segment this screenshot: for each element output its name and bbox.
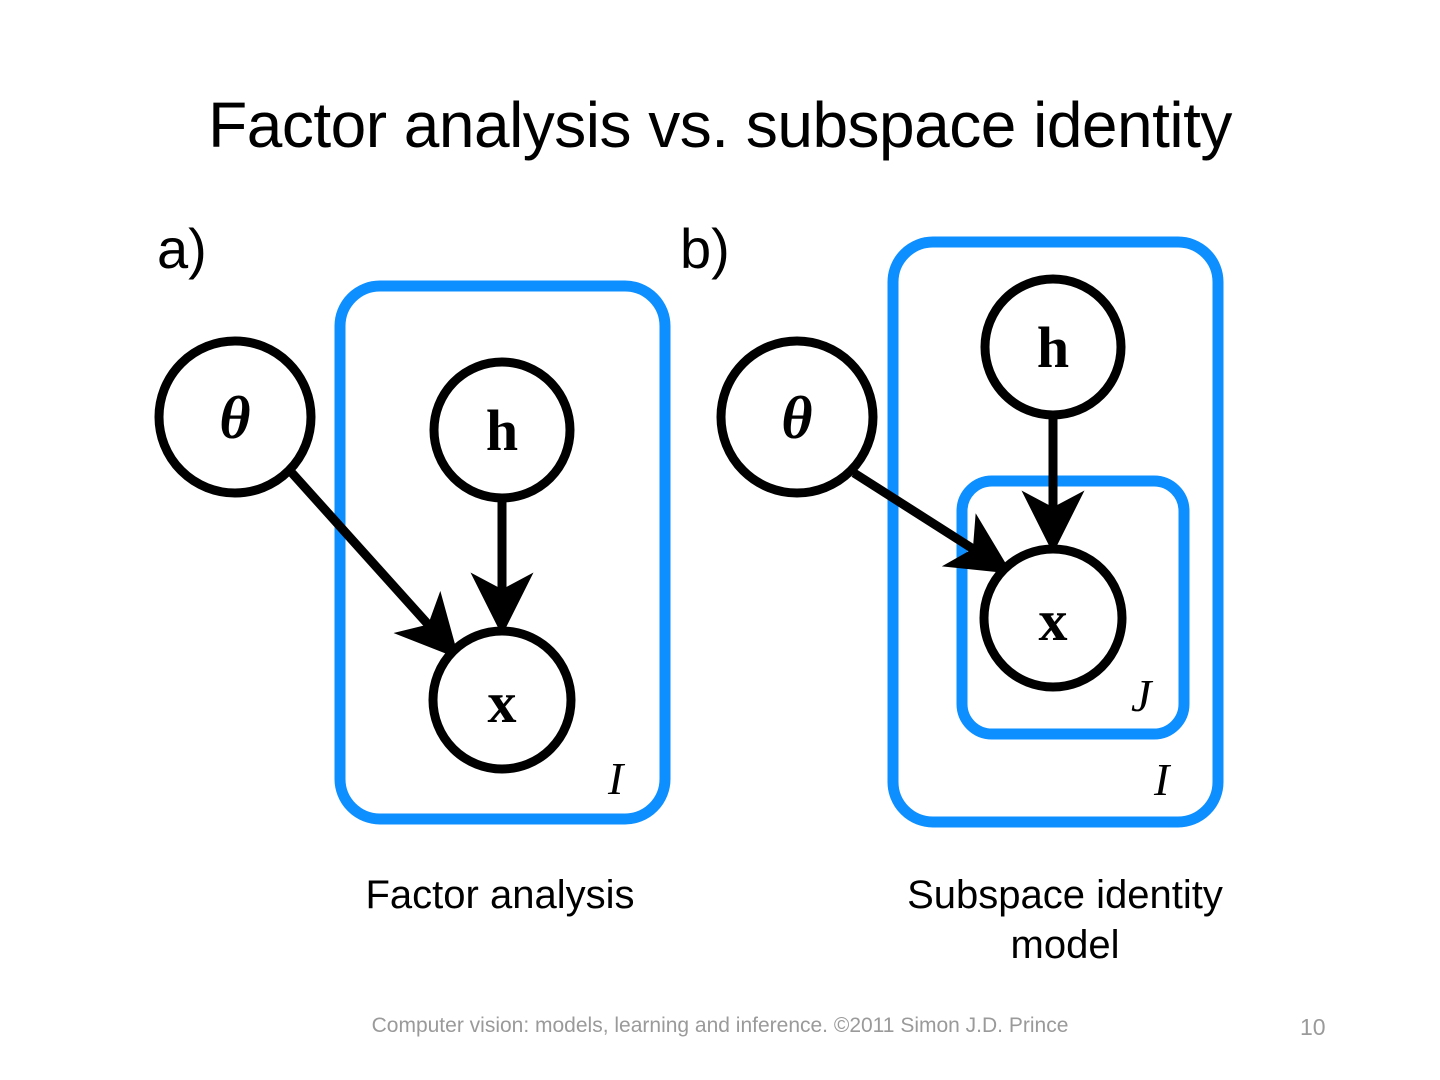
node-b-h [980,274,1126,420]
panel-label-a: a) [157,217,207,280]
node-a-theta [154,336,316,498]
node-label-b-h: h [1036,315,1070,380]
edge-b-theta-to-x [851,469,1012,574]
plate-index-a-I: I [608,753,624,804]
plate-index-b-I: I [1154,754,1170,805]
panel-caption-a: Factor analysis [365,873,635,917]
panel-caption-b: Subspace identity model [815,870,1315,970]
node-label-a-theta: θ [219,385,251,451]
panel-label-b: b) [680,217,730,280]
node-label-a-h: h [485,398,519,463]
node-label-b-theta: θ [781,385,813,451]
plate-b-inner-J [956,475,1190,740]
node-a-h [429,357,575,503]
plate-a-outer-I [334,280,671,825]
page-number: 10 [1300,1014,1326,1040]
node-a-x [428,626,576,774]
panel-caption-b-line2: model [1010,923,1120,967]
page-title: Factor analysis vs. subspace identity [208,89,1232,161]
node-label-a-x: x [487,670,517,735]
node-label-b-x: x [1038,588,1068,653]
node-b-theta [716,336,878,498]
plate-b-outer-I [887,236,1224,828]
footer-credit: Computer vision: models, learning and in… [371,1014,1069,1037]
edge-a-theta-to-x [288,469,460,659]
panel-caption-b-line1: Subspace identity [907,873,1223,917]
node-b-x [979,544,1127,692]
plate-index-b-J: J [1131,670,1152,721]
